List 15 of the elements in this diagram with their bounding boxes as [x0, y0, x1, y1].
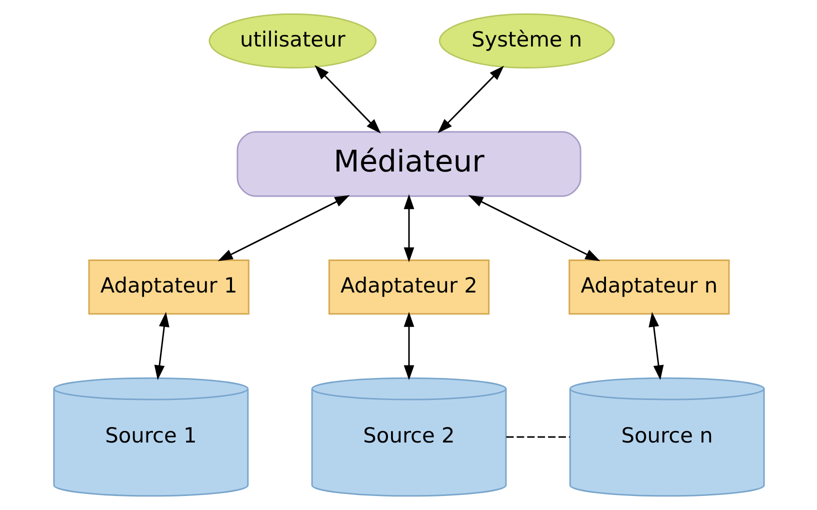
- node-box: Adaptateur 2: [328, 259, 490, 315]
- arrow: [648, 312, 664, 380]
- arrow: [314, 65, 380, 134]
- arrow: [403, 194, 414, 262]
- arrow: [154, 312, 169, 380]
- node-ellipse: utilisateur: [208, 13, 376, 69]
- arrow: [468, 195, 600, 262]
- node-ellipse: Système n: [438, 13, 614, 69]
- node-box: Médiateur: [236, 131, 581, 197]
- arrow: [217, 195, 350, 262]
- arrow: [403, 312, 414, 380]
- connector: [506, 436, 570, 438]
- arrow: [437, 66, 504, 134]
- node-box: Adaptateur n: [568, 259, 730, 315]
- node-box: Adaptateur 1: [88, 259, 249, 315]
